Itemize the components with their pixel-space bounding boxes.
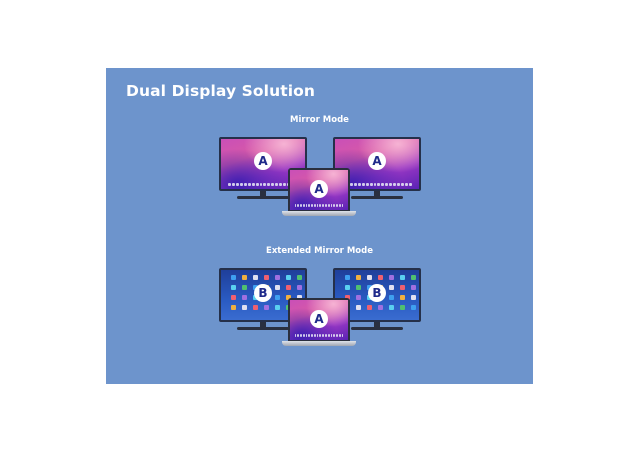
dock <box>341 183 413 186</box>
display-badge: A <box>310 310 328 328</box>
mirror-mode-label: Mirror Mode <box>290 115 349 125</box>
dock <box>294 334 344 337</box>
page-title: Dual Display Solution <box>126 82 316 100</box>
dock <box>294 204 344 207</box>
display-badge: B <box>254 284 272 302</box>
dual-display-panel: Dual Display Solution Mirror Mode A A A … <box>106 68 533 384</box>
display-badge: A <box>368 152 386 170</box>
display-badge: A <box>310 180 328 198</box>
wallpaper <box>335 139 419 189</box>
display-badge: B <box>368 284 386 302</box>
extended-mirror-mode-label: Extended Mirror Mode <box>266 246 373 256</box>
display-badge: A <box>254 152 272 170</box>
